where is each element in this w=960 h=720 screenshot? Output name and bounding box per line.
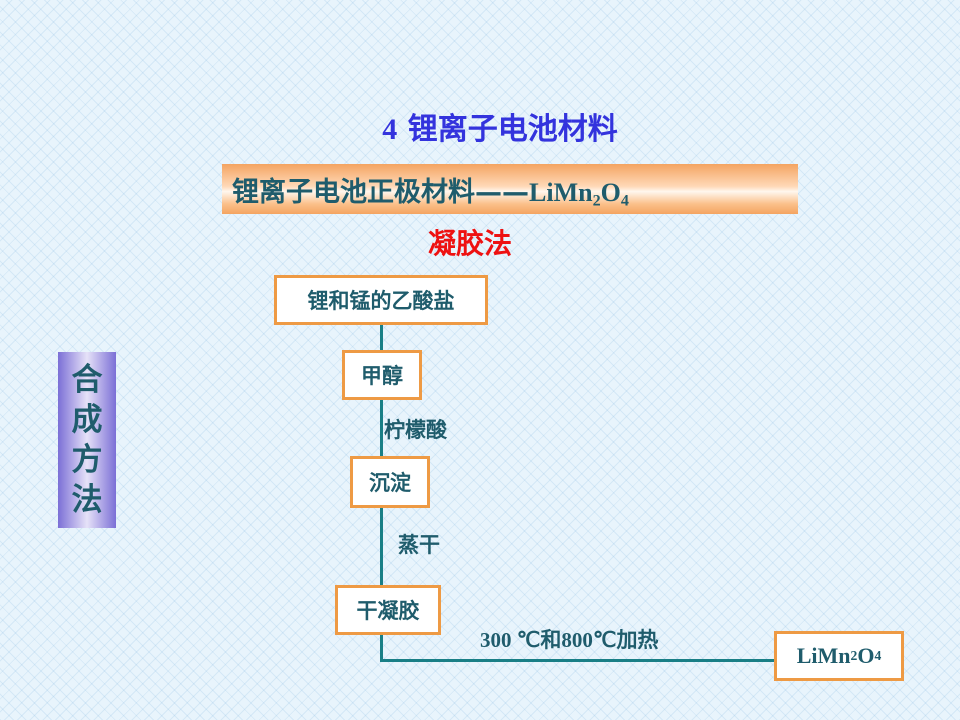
flow-node-methanol: 甲醇	[342, 350, 422, 400]
formula-part: O	[600, 178, 621, 207]
subtitle: 锂离子电池正极材料——LiMn2O4	[232, 170, 629, 211]
step-label-evaporate: 蒸干	[398, 533, 440, 557]
flow-node-precipitate: 沉淀	[350, 456, 430, 508]
side-label-char: 合	[71, 362, 103, 398]
formula-subscript: 2	[592, 192, 601, 210]
slide-title: 4 锂离子电池材料	[0, 104, 960, 148]
heat-label: 300 ℃和800℃加热	[480, 624, 658, 654]
formula-subscript: 4	[620, 192, 629, 210]
flow-node-start: 锂和锰的乙酸盐	[274, 275, 488, 325]
flow-node-xerogel: 干凝胶	[335, 585, 441, 635]
formula-part: LiMn	[529, 178, 593, 207]
flow-line	[380, 398, 383, 458]
subtitle-text: 锂离子电池正极材料——	[232, 177, 529, 208]
formula-part: O	[857, 643, 875, 668]
formula-subscript: 4	[874, 648, 882, 663]
flow-line	[380, 659, 776, 662]
flow-line	[380, 632, 383, 662]
side-label-char: 法	[71, 482, 103, 518]
heat-and: 和	[540, 628, 562, 652]
method-label: 凝胶法	[428, 227, 513, 260]
side-label-char: 方	[71, 442, 103, 478]
formula-part: LiMn	[796, 643, 851, 668]
side-label-box: 合 成 方 法	[58, 352, 116, 528]
title-text: 锂离子电池材料	[407, 112, 618, 147]
flow-line	[380, 322, 383, 352]
side-label-char: 成	[71, 402, 103, 438]
formula-subscript: 2	[850, 648, 858, 663]
heat-text: 加热	[616, 628, 659, 652]
subtitle-bar	[222, 164, 798, 214]
flow-line	[380, 506, 383, 586]
heat-temp-2: 800℃	[561, 628, 617, 652]
subtitle-formula: LiMn2O4	[529, 178, 629, 210]
step-label-citric-acid: 柠檬酸	[384, 418, 447, 442]
heat-temp-1: 300 ℃	[480, 628, 541, 652]
title-number: 4	[382, 113, 398, 146]
